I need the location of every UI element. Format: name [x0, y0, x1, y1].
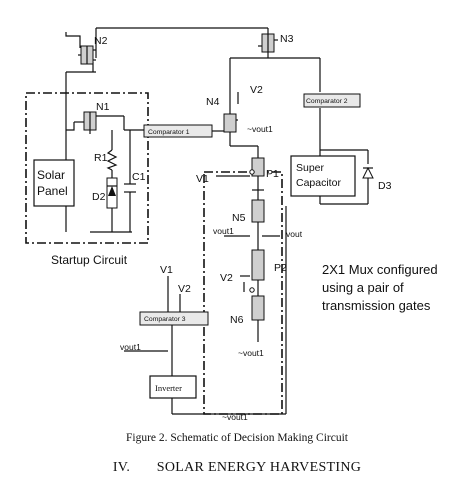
label-n5: N5 — [232, 212, 246, 224]
diode-d2 — [106, 177, 118, 209]
mux-annotation-line-1: 2X1 Mux configured — [322, 262, 438, 277]
label-vout1-n4: ~vout1 — [247, 124, 273, 134]
label-n1: N1 — [96, 101, 110, 113]
label-d3: D3 — [378, 180, 392, 192]
label-vout1-comp3: vout1 — [120, 342, 141, 352]
label-n2: N2 — [94, 35, 108, 47]
label-p1: P1 — [266, 168, 279, 180]
label-v2-low: V2 — [178, 283, 191, 295]
label-vout1-left: vout1 — [213, 226, 234, 236]
mux-annotation-line-3: transmission gates — [322, 298, 431, 313]
transmission-gate-1 — [249, 157, 265, 223]
label-d2: D2 — [92, 191, 106, 203]
mux-boundary — [203, 171, 283, 415]
transistor-n1 — [74, 111, 124, 131]
figure-caption: Figure 2. Schematic of Decision Making C… — [126, 432, 349, 444]
label-vout1-n6: ~vout1 — [238, 348, 264, 358]
label-n4: N4 — [206, 96, 220, 108]
label-vout: vout — [286, 229, 303, 239]
mux-wiring — [216, 145, 280, 342]
transistor-n4 — [223, 104, 238, 146]
label-v1-low: V1 — [160, 264, 173, 276]
diode-d3 — [319, 149, 374, 205]
label-v2-mid: V2 — [220, 272, 233, 284]
startup-wiring — [66, 116, 144, 233]
label-v1-mid: V1 — [196, 173, 209, 185]
comparator-2-label: Comparator 2 — [306, 98, 348, 105]
comparator-3-label: Comparator 3 — [144, 316, 186, 323]
super-capacitor — [290, 155, 356, 197]
transistor-n3 — [258, 33, 278, 53]
super-capacitor-label-1: Super — [296, 162, 325, 174]
comparator-2 — [303, 93, 361, 108]
transistor-n2 — [78, 45, 96, 65]
transmission-gate-2 — [249, 249, 265, 321]
comparator-3-wiring — [124, 206, 287, 415]
resistor-r1 — [106, 149, 118, 171]
solar-panel — [33, 159, 75, 207]
inverter — [149, 375, 197, 399]
label-vout1-bottom: ~vout1 — [222, 412, 248, 422]
inverter-label: Inverter — [155, 383, 182, 393]
label-n6: N6 — [230, 314, 244, 326]
label-v2-top: V2 — [250, 84, 263, 96]
comparator-1-label: Comparator 1 — [148, 129, 190, 136]
capacitor-c1 — [124, 183, 136, 193]
section-heading: IV. SOLAR ENERGY HARVESTING — [113, 460, 361, 475]
top-rail-wiring — [65, 27, 321, 160]
label-c1: C1 — [132, 171, 146, 183]
super-capacitor-label-2: Capacitor — [296, 177, 341, 189]
label-r1: R1 — [94, 152, 108, 164]
mux-annotation-line-2: using a pair of — [322, 280, 404, 295]
startup-circuit-label: Startup Circuit — [51, 253, 128, 267]
label-p2: P2 — [274, 262, 287, 274]
solar-panel-label-2: Panel — [37, 184, 68, 198]
solar-panel-label-1: Solar — [37, 168, 65, 182]
comparator-3 — [139, 311, 209, 326]
label-n3: N3 — [280, 33, 294, 45]
